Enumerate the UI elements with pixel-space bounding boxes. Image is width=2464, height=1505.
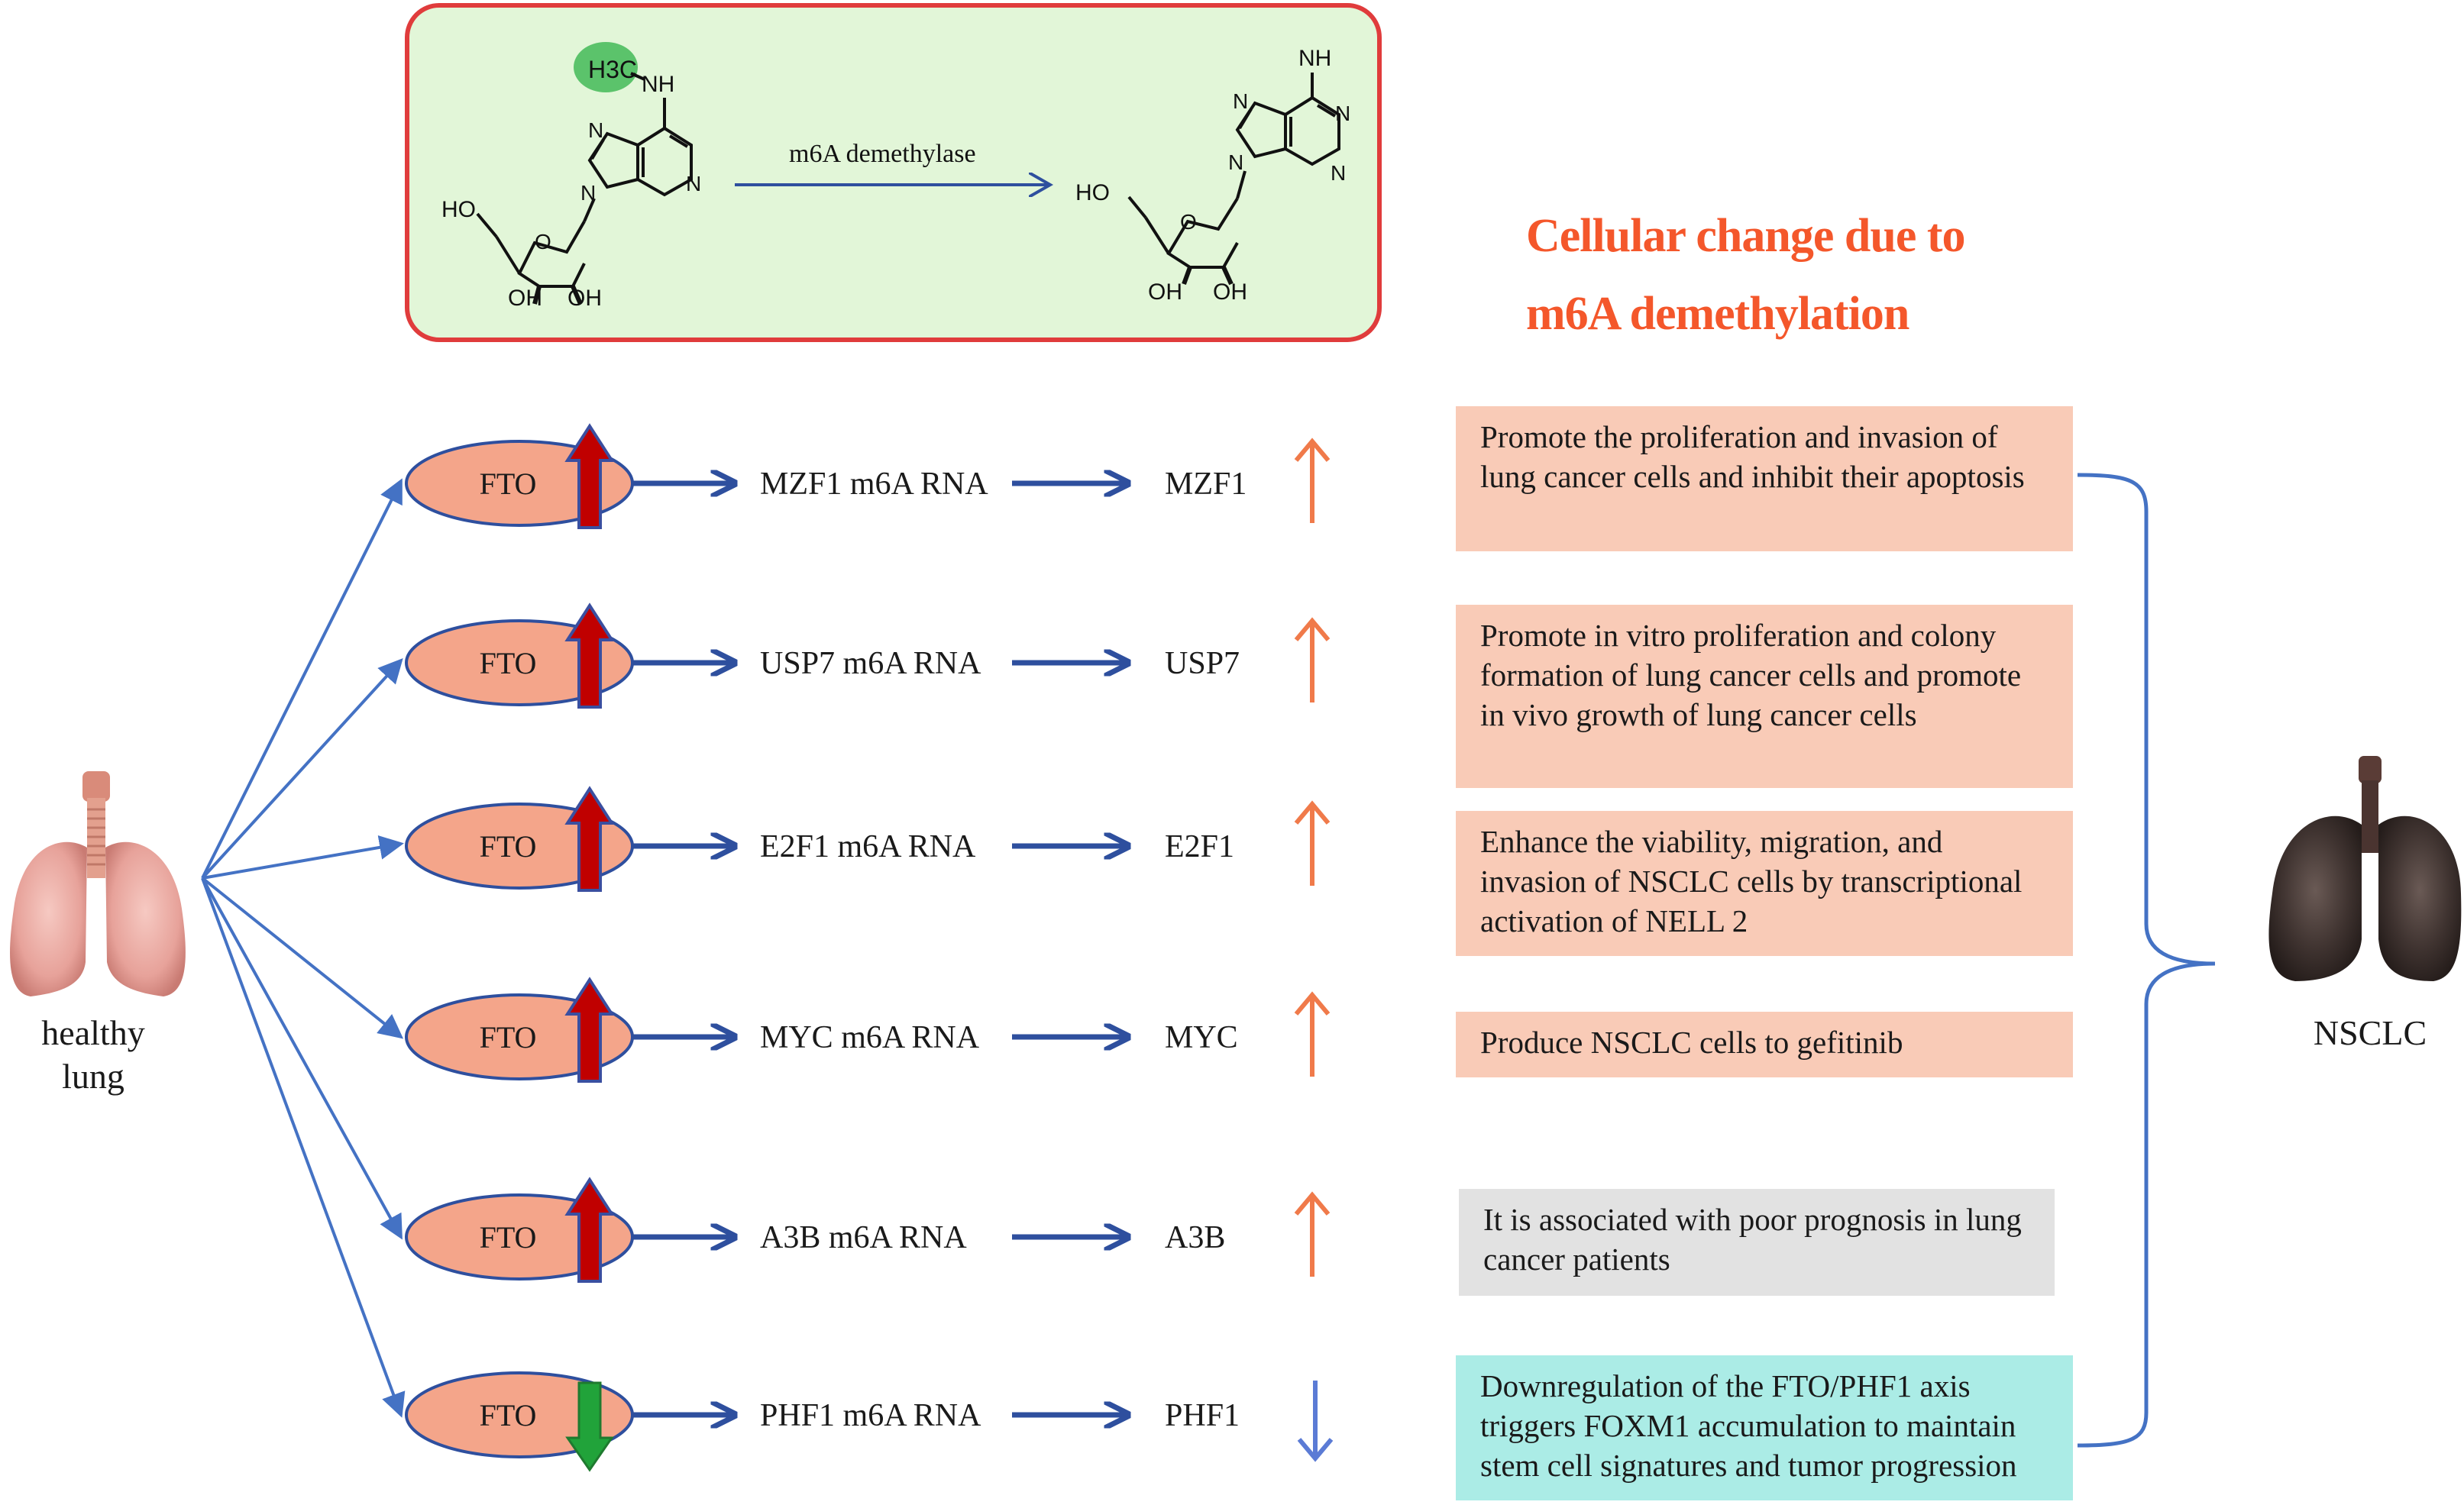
pathway-row: FTO MZF1 m6A RNA MZF1 xyxy=(201,423,1331,879)
effect-note: It is associated with poor prognosis in … xyxy=(1459,1189,2055,1296)
substrate-ring-n: N xyxy=(588,118,603,142)
gene-label: E2F1 xyxy=(1165,829,1234,864)
adenosine-product-molecule: NH N N N N O HO OH OH xyxy=(1075,46,1350,305)
gene-label: USP7 xyxy=(1165,646,1240,681)
methyl-label: H3C xyxy=(588,56,637,83)
product-hydroxyl-5: HO xyxy=(1075,180,1110,205)
pathway-row: FTO USP7 m6A RNA USP7 xyxy=(201,602,1331,880)
substrate-ring-n3: N xyxy=(580,181,596,205)
gene-up-arrowhead xyxy=(1294,438,1331,462)
title-line2: m6A demethylation xyxy=(1526,288,1909,340)
reaction-arrow: m6A demethylase xyxy=(735,140,1050,185)
gene-label: PHF1 xyxy=(1165,1398,1240,1433)
enzyme-up-arrow-icon xyxy=(564,786,615,892)
gene-label: MZF1 xyxy=(1165,467,1247,502)
gene-label: A3B xyxy=(1165,1220,1225,1255)
rna-label: A3B m6A RNA xyxy=(760,1220,967,1255)
nsclc-lung-illustration xyxy=(2268,756,2462,981)
fto-label: FTO xyxy=(480,1398,537,1432)
effect-note: Promote in vitro proliferation and colon… xyxy=(1456,605,2073,788)
enzyme-down-arrow-icon xyxy=(565,1381,614,1472)
product-amine-label: NH xyxy=(1298,46,1331,71)
gene-label: MYC xyxy=(1165,1020,1238,1055)
effect-note: Promote the proliferation and invasion o… xyxy=(1456,406,2073,551)
substrate-hydroxyl-3: OH xyxy=(508,286,542,311)
gene-down-arrowhead xyxy=(1297,1438,1334,1462)
pathway-row: FTO A3B m6A RNA A3B xyxy=(201,877,1331,1283)
branch-arrow xyxy=(202,835,404,880)
rna-label: MYC m6A RNA xyxy=(760,1020,980,1055)
healthy-lung-illustration xyxy=(10,771,186,996)
substrate-amine-label: NH xyxy=(642,72,674,97)
pathway-row: FTO PHF1 m6A RNA PHF1 xyxy=(201,877,1334,1472)
product-ring-n2: N xyxy=(1335,102,1350,125)
grouping-bracket xyxy=(2077,473,2216,1448)
substrate-ring-o: O xyxy=(535,230,551,254)
gene-up-arrowhead xyxy=(1294,991,1331,1016)
fto-label: FTO xyxy=(480,1220,537,1255)
enzyme-label: m6A demethylase xyxy=(789,140,976,168)
title-line1: Cellular change due to xyxy=(1526,210,1965,262)
gene-up-arrowhead xyxy=(1294,1191,1331,1216)
branch-arrow xyxy=(201,658,403,880)
product-ring-n4: N xyxy=(1228,150,1243,174)
enzyme-up-arrow-icon xyxy=(564,1177,615,1283)
product-ring-o: O xyxy=(1180,210,1197,234)
pathway-row: FTO MYC m6A RNA MYC xyxy=(201,877,1331,1083)
effect-note: Produce NSCLC cells to gefitinib xyxy=(1456,1012,2073,1077)
rna-label: USP7 m6A RNA xyxy=(760,646,981,681)
m6a-substrate-molecule: H3C NH N N N O HO OH OH xyxy=(441,42,701,311)
substrate-ring-n2: N xyxy=(686,172,701,195)
product-ring-n: N xyxy=(1233,89,1248,113)
branch-arrow xyxy=(201,877,404,1039)
branch-arrow xyxy=(201,877,406,1418)
substrate-hydroxyl-5: HO xyxy=(441,197,476,222)
enzyme-up-arrow-icon xyxy=(564,977,615,1083)
reaction-box xyxy=(405,3,1382,342)
pathway-row: FTO E2F1 m6A RNA E2F1 xyxy=(202,786,1331,892)
methyl-group-highlight xyxy=(574,42,638,92)
enzyme-up-arrow-icon xyxy=(564,602,615,709)
target-label: NSCLC xyxy=(2314,1013,2427,1052)
rna-label: MZF1 m6A RNA xyxy=(760,467,988,502)
fto-label: FTO xyxy=(480,467,537,501)
source-label-line2: lung xyxy=(62,1057,124,1096)
product-ring-n3: N xyxy=(1331,161,1346,185)
diagram-title: Cellular change due to m6A demethylation xyxy=(1526,197,1965,353)
gene-up-arrowhead xyxy=(1294,800,1331,825)
fto-label: FTO xyxy=(480,1020,537,1054)
branch-arrow xyxy=(201,877,403,1240)
rna-label: E2F1 m6A RNA xyxy=(760,829,976,864)
enzyme-up-arrow-icon xyxy=(564,423,615,529)
effect-note: Enhance the viability, migration, and in… xyxy=(1456,811,2073,956)
rna-label: PHF1 m6A RNA xyxy=(760,1398,981,1433)
fto-label: FTO xyxy=(480,829,537,864)
substrate-hydroxyl-2: OH xyxy=(567,286,602,311)
product-hydroxyl-2: OH xyxy=(1213,279,1247,305)
product-hydroxyl-3: OH xyxy=(1148,279,1182,305)
fto-label: FTO xyxy=(480,646,537,680)
branch-arrow xyxy=(201,478,403,879)
effect-note: Downregulation of the FTO/PHF1 axis trig… xyxy=(1456,1355,2073,1500)
gene-up-arrowhead xyxy=(1294,617,1331,641)
source-label-line1: healthy xyxy=(41,1013,144,1052)
